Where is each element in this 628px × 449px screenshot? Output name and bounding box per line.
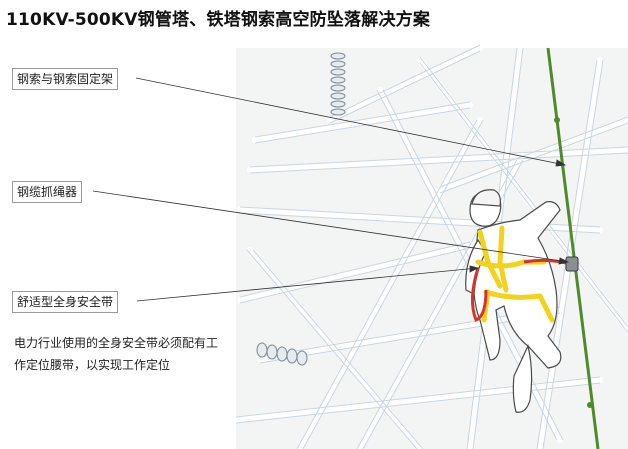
cable-clip (587, 402, 593, 408)
steel-cable (546, 47, 600, 449)
description-text: 电力行业使用的全身安全带必须配有工作定位腰带，以实现工作定位 (14, 336, 219, 372)
worker-figure (465, 189, 562, 413)
insulator-icon-lower (256, 342, 308, 366)
insulator-icon (330, 52, 346, 116)
cable-clip (554, 117, 560, 123)
rope-grab-device (565, 256, 579, 272)
callout-leaders (92, 77, 570, 302)
callout-full-body-harness: 舒适型全身安全带 (12, 291, 119, 313)
callout-rope-grab: 钢缆抓绳器 (12, 181, 83, 203)
fall-lanyard (471, 267, 488, 322)
callout-cable-and-bracket: 钢索与钢索固定架 (12, 68, 119, 90)
page-title: 110KV-500KV钢管塔、铁塔钢索高空防坠落解决方案 (6, 10, 431, 30)
